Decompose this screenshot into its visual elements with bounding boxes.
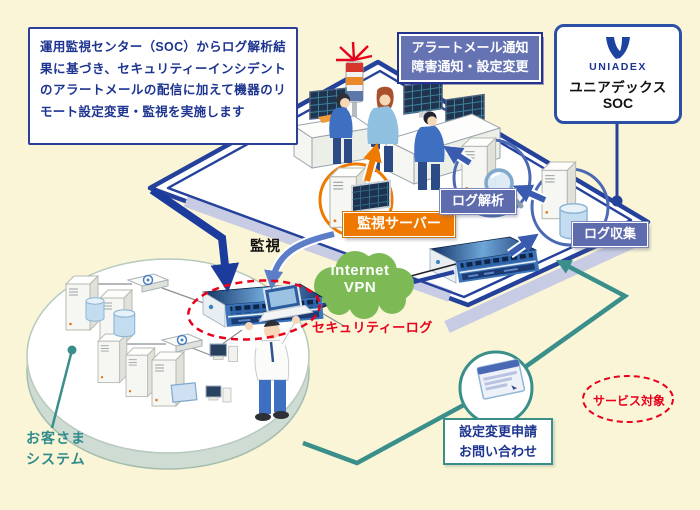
request-contact-box: 設定変更申請 お問い合わせ xyxy=(443,418,553,465)
firewall-to-collection-arrow xyxy=(508,233,539,257)
monitoring-server-arrow xyxy=(363,142,382,182)
uniadex-soc-box: UNIADEX ユニアデックス SOC xyxy=(554,24,682,124)
vpn-text: VPN xyxy=(343,279,377,297)
customer-line1: お客さま xyxy=(26,430,86,446)
room-shadow-band xyxy=(444,231,646,333)
log-analysis-label: ログ解析 xyxy=(439,188,517,215)
internet-vpn-cloud xyxy=(314,251,414,319)
request-line2: お問い合わせ xyxy=(458,443,537,459)
monitoring-server-group xyxy=(318,162,394,238)
operator-figure xyxy=(329,93,353,164)
description-box: 運用監視センター（SOC）からログ解析結果に基づき、セキュリティーインシデントの… xyxy=(28,27,298,145)
request-icon-group xyxy=(458,350,534,426)
internet-text: Internet xyxy=(330,262,390,279)
customer-server-icon xyxy=(97,333,128,384)
collection-to-analysis-arrow xyxy=(512,184,547,203)
uniadex-wordmark: UNIADEX xyxy=(589,61,647,74)
monitoring-server-label: 監視サーバー xyxy=(342,211,456,238)
soc-callout-line xyxy=(611,124,623,207)
uniadex-logo-icon xyxy=(606,37,630,60)
customer-line2: システム xyxy=(26,451,86,467)
customer-engineer-figure xyxy=(245,282,314,421)
log-collection-label: ログ収集 xyxy=(571,221,649,248)
monitoring-text: 監視 xyxy=(250,239,281,255)
monitoring-arrow xyxy=(264,231,335,290)
operator-figure xyxy=(414,111,445,190)
arrows xyxy=(149,142,548,293)
alert-mail-line2: 障害通知・設定変更 xyxy=(411,59,529,74)
server-screen-icon xyxy=(351,179,391,214)
internet-vpn-label: Internet VPN xyxy=(316,262,404,297)
service-target-ellipse xyxy=(186,279,322,341)
customer-system-label: お客さま システム xyxy=(26,428,86,470)
alert-mail-notice-box: アラートメール通知 障害通知・設定変更 xyxy=(397,32,543,84)
analysis-to-operators-arrow xyxy=(443,145,472,166)
laptop-icon xyxy=(258,282,314,323)
customer-server-icon xyxy=(125,347,156,398)
remote-control-arrow xyxy=(149,186,240,293)
browser-window-icon xyxy=(476,358,526,400)
uniadex-soc-text: SOC xyxy=(602,95,634,112)
log-collection-group xyxy=(530,161,610,247)
monitor-icon xyxy=(403,79,443,118)
security-log-text: セキュリティーログ xyxy=(312,320,433,335)
service-target-legend-ellipse xyxy=(582,375,674,423)
request-line1: 設定変更申請 xyxy=(458,424,537,439)
database-cylinder-icon xyxy=(85,297,105,322)
database-cylinder-icon xyxy=(113,309,136,338)
customer-callout-line xyxy=(50,345,77,429)
screen-panel-icon xyxy=(170,382,198,403)
alert-lamp-icon xyxy=(336,41,373,118)
service-target-text: サービス対象 xyxy=(592,394,665,408)
uniadex-company-name: ユニアデックス xyxy=(569,80,667,96)
alert-mail-line1: アラートメール通知 xyxy=(411,40,529,56)
